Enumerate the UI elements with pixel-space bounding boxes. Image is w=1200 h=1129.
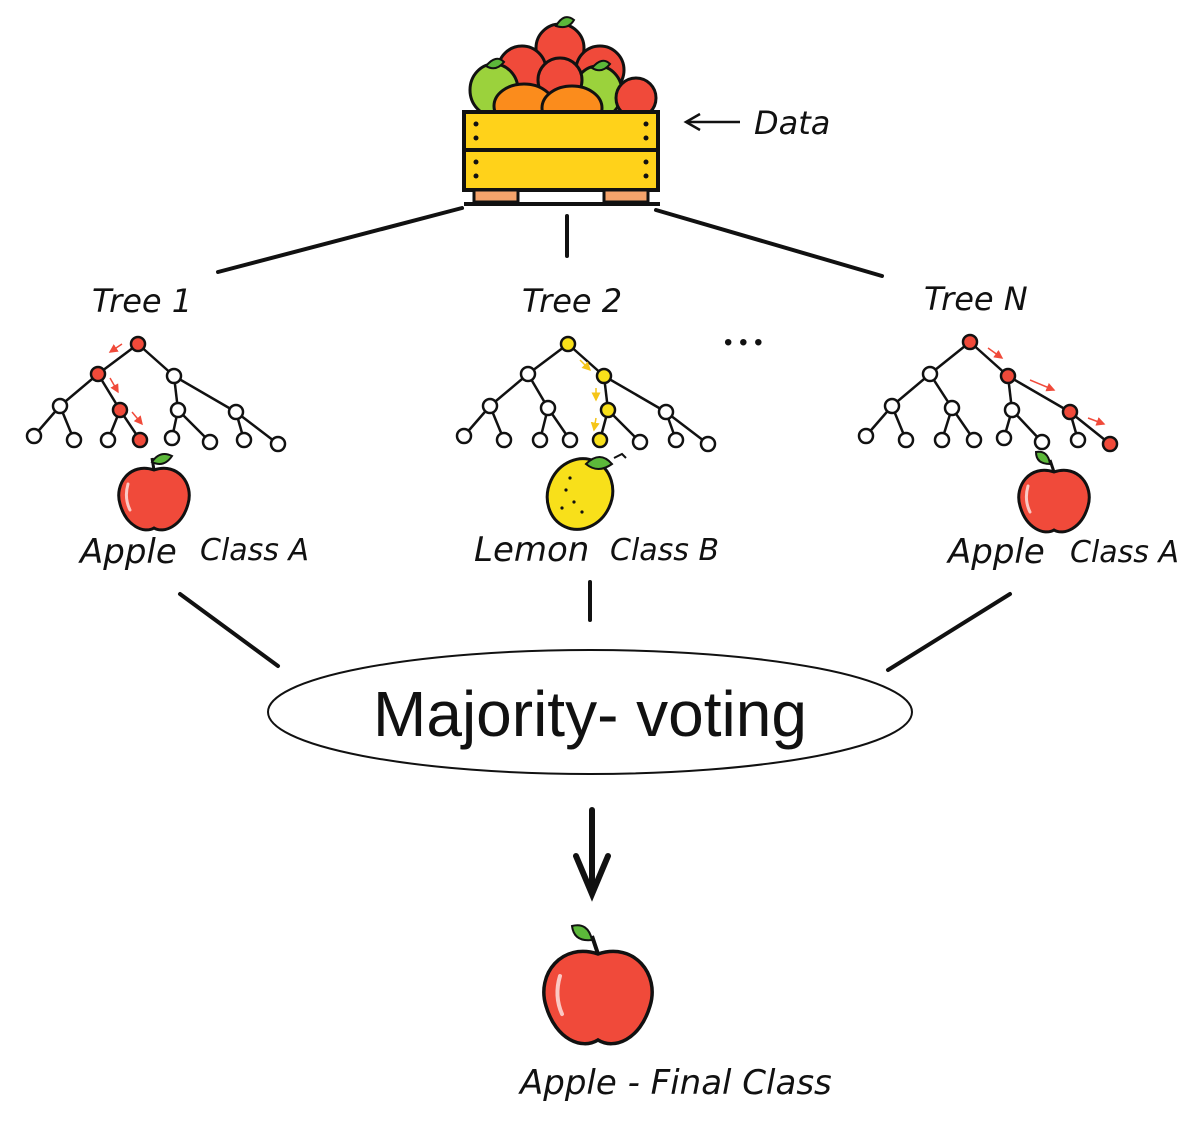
apple-icon [117,453,191,532]
final-apple-icon [542,924,654,1046]
tree-2-title: Tree 2 [522,282,622,320]
tree-1-prediction: Apple [78,532,177,572]
tree-n-decision-path-arrows [987,347,1106,426]
down-arrow-icon [573,807,611,902]
fruit-crate-icon [462,16,660,206]
crate-to-tree-lines [216,206,884,278]
tree-to-vote-lines [178,580,1012,672]
tree-n-prediction: Apple [946,532,1045,572]
tree-n-class: Class A [1070,535,1179,570]
tree-1-graph [25,335,287,453]
majority-voting-label: Majority- voting [373,678,807,750]
final-class-label: Apple - Final Class [518,1063,832,1103]
tree-n-title: Tree N [924,280,1028,318]
tree-2-decision-path-arrows [579,359,601,432]
lemon-icon [545,452,627,531]
tree-2-prediction: Lemon [474,530,589,570]
data-label: Data [754,104,830,142]
apple-icon [1017,450,1091,534]
tree-1-class: Class A [200,533,309,568]
tree-1-decision-path-arrows [108,343,143,426]
majority-voting-ellipse [267,649,913,775]
data-pointer-arrow [683,112,740,132]
tree-1-title: Tree 1 [92,282,192,320]
more-trees-ellipsis: • • • [724,329,763,356]
tree-n-graph [857,333,1119,453]
tree-2-graph [455,335,717,453]
tree-2-class: Class B [610,533,719,568]
